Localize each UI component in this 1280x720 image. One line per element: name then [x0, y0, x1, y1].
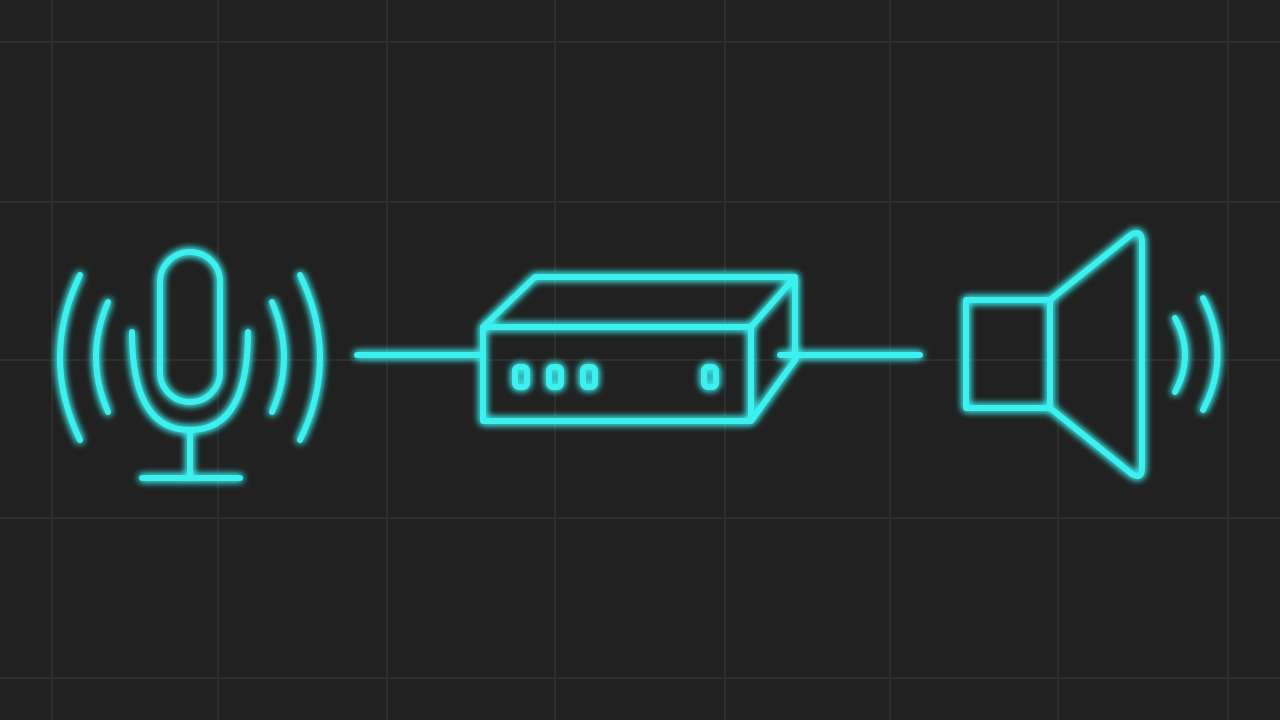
speaker-sound-waves-icon — [1172, 295, 1221, 413]
microphone-sound-waves-icon — [57, 272, 323, 443]
indicator-light-icon — [580, 364, 598, 390]
microphone-icon — [129, 249, 251, 481]
indicator-light-icon — [546, 364, 564, 390]
speaker-icon — [963, 230, 1145, 479]
signal-processor-box-icon — [480, 274, 798, 424]
indicator-light-icon — [512, 364, 530, 390]
indicator-light-icon — [701, 364, 719, 390]
